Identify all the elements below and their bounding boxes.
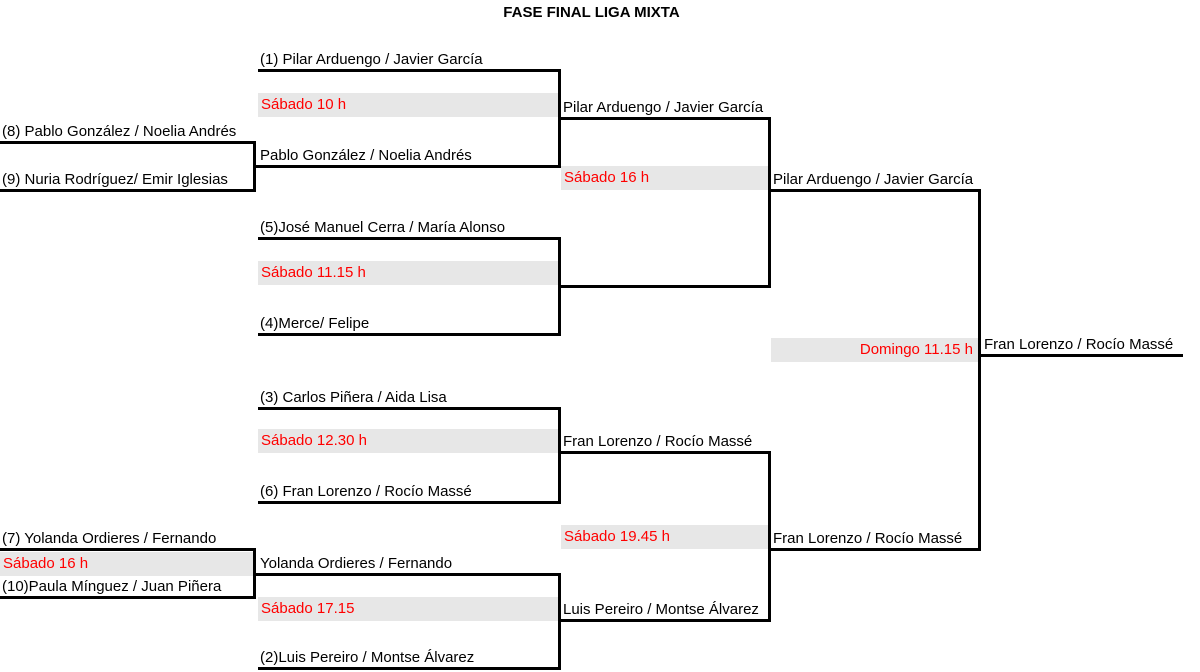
prelim1-winner-label: Pablo González / Noelia Andrés	[260, 147, 472, 164]
qf4-winner-line	[558, 619, 771, 622]
qf1-bottom-line	[253, 165, 561, 168]
page-title: FASE FINAL LIGA MIXTA	[503, 4, 680, 21]
qf4-top-line	[253, 573, 561, 576]
final-winner-line	[978, 354, 1183, 357]
prelim2-winner-label: Yolanda Ordieres / Fernando	[260, 555, 453, 572]
qf1-winner-line	[558, 117, 771, 120]
qf3-bottom-line	[258, 501, 561, 504]
qf2-team-bottom-label: (4)Merce/ Felipe	[260, 315, 370, 332]
qf4-bottom-line	[258, 667, 561, 670]
sf1-winner-label: Pilar Arduengo / Javier García	[773, 171, 974, 188]
sf1-vline	[768, 117, 771, 288]
sf2-schedule-badge: Sábado 19.45 h	[561, 525, 768, 549]
qf3-winner-line	[558, 451, 771, 454]
final-schedule-badge: Domingo 11.15 h	[771, 338, 978, 362]
qf3-team-bottom-label: (6) Fran Lorenzo / Rocío Massé	[260, 483, 472, 500]
sf2-vline	[768, 451, 771, 622]
qf1-winner-label: Pilar Arduengo / Javier García	[563, 99, 764, 116]
prelim1-bottom-line	[0, 189, 256, 192]
prelim2-team-top-label: (7) Yolanda Ordieres / Fernando	[2, 530, 217, 547]
sf1-schedule-badge: Sábado 16 h	[561, 166, 768, 190]
qf3-schedule-badge: Sábado 12.30 h	[258, 429, 558, 453]
prelim2-bottom-line	[0, 596, 256, 599]
prelim2-top-line	[0, 548, 256, 551]
sf2-winner-label: Fran Lorenzo / Rocío Massé	[773, 530, 963, 547]
prelim1-team-top-label: (8) Pablo González / Noelia Andrés	[2, 123, 237, 140]
champion-label: Fran Lorenzo / Rocío Massé	[984, 336, 1174, 353]
qf1-team-top-label: (1) Pilar Arduengo / Javier García	[260, 51, 483, 68]
qf3-vline	[558, 407, 561, 504]
prelim2-team-bottom-label: (10)Paula Mínguez / Juan Piñera	[2, 578, 222, 595]
qf2-top-line	[258, 237, 561, 240]
prelim2-schedule-badge: Sábado 16 h	[0, 552, 253, 576]
qf4-winner-label: Luis Pereiro / Montse Álvarez	[563, 601, 759, 618]
qf3-top-line	[258, 407, 561, 410]
qf2-bottom-line	[258, 333, 561, 336]
qf1-top-line	[258, 69, 561, 72]
prelim1-team-bottom-label: (9) Nuria Rodríguez/ Emir Iglesias	[2, 171, 228, 188]
qf3-winner-label: Fran Lorenzo / Rocío Massé	[563, 433, 753, 450]
qf2-team-top-label: (5)José Manuel Cerra / María Alonso	[260, 219, 506, 236]
sf2-winner-line	[768, 548, 981, 551]
final-vline	[978, 189, 981, 551]
qf1-schedule-badge: Sábado 10 h	[258, 93, 558, 117]
prelim1-top-line	[0, 141, 256, 144]
sf1-winner-line	[768, 189, 981, 192]
qf3-team-top-label: (3) Carlos Piñera / Aida Lisa	[260, 389, 447, 406]
qf4-schedule-badge: Sábado 17.15	[258, 597, 558, 621]
qf2-winner-line	[558, 285, 771, 288]
qf4-team-bottom-label: (2)Luis Pereiro / Montse Álvarez	[260, 649, 475, 666]
qf2-schedule-badge: Sábado 11.15 h	[258, 261, 558, 285]
